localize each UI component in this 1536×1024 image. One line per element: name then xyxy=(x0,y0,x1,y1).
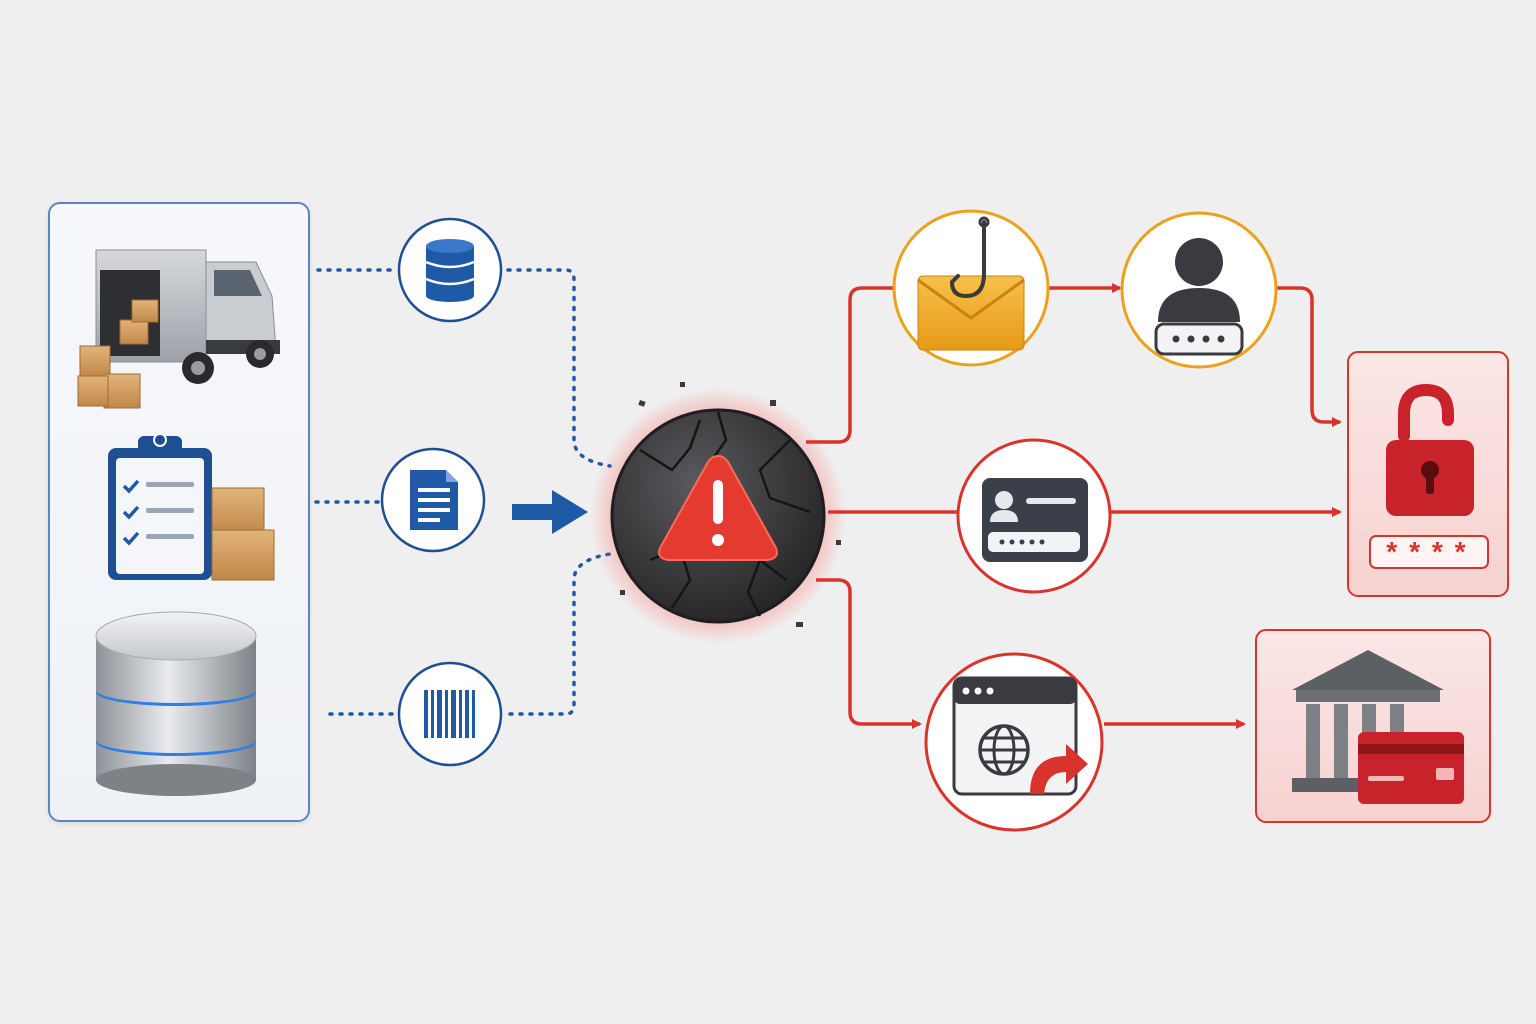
connector-breach-to-phishing xyxy=(806,286,894,444)
password-mask: **** xyxy=(1383,540,1474,571)
connector-barcode-to-breach xyxy=(508,552,612,716)
document-icon xyxy=(410,470,458,530)
bank-card-icon xyxy=(1292,650,1464,804)
financial-fraud-tile xyxy=(1255,629,1491,823)
redirect-browser-icon xyxy=(952,676,1088,796)
database-icon xyxy=(425,239,475,302)
barcode-node xyxy=(397,661,503,767)
source-connectors xyxy=(314,268,612,716)
credentials-node xyxy=(1120,211,1278,369)
delivery-truck-icon xyxy=(77,249,280,409)
connector-database-to-breach xyxy=(506,268,612,468)
connector-credentials-to-lock xyxy=(1276,286,1342,427)
user-credentials-icon xyxy=(1154,238,1244,356)
account-takeover-tile: **** xyxy=(1347,351,1509,597)
clipboard-checklist-icon xyxy=(108,433,275,581)
breach-core xyxy=(590,382,846,644)
phishing-node xyxy=(892,209,1050,367)
redirect-node xyxy=(924,652,1104,832)
database-node xyxy=(397,217,503,323)
barcode-icon xyxy=(424,690,475,738)
database-stack-icon xyxy=(95,611,257,796)
phishing-email-icon xyxy=(917,216,1025,351)
password-field: **** xyxy=(1369,535,1489,571)
identity-node xyxy=(956,438,1112,594)
connector-breach-to-redirect xyxy=(816,578,922,729)
warning-triangle-icon xyxy=(658,454,778,561)
document-node xyxy=(380,447,486,553)
unlocked-padlock-icon xyxy=(1386,383,1474,516)
id-card-icon xyxy=(982,478,1088,562)
attack-connectors xyxy=(806,283,1342,729)
flow-arrow xyxy=(512,490,588,534)
